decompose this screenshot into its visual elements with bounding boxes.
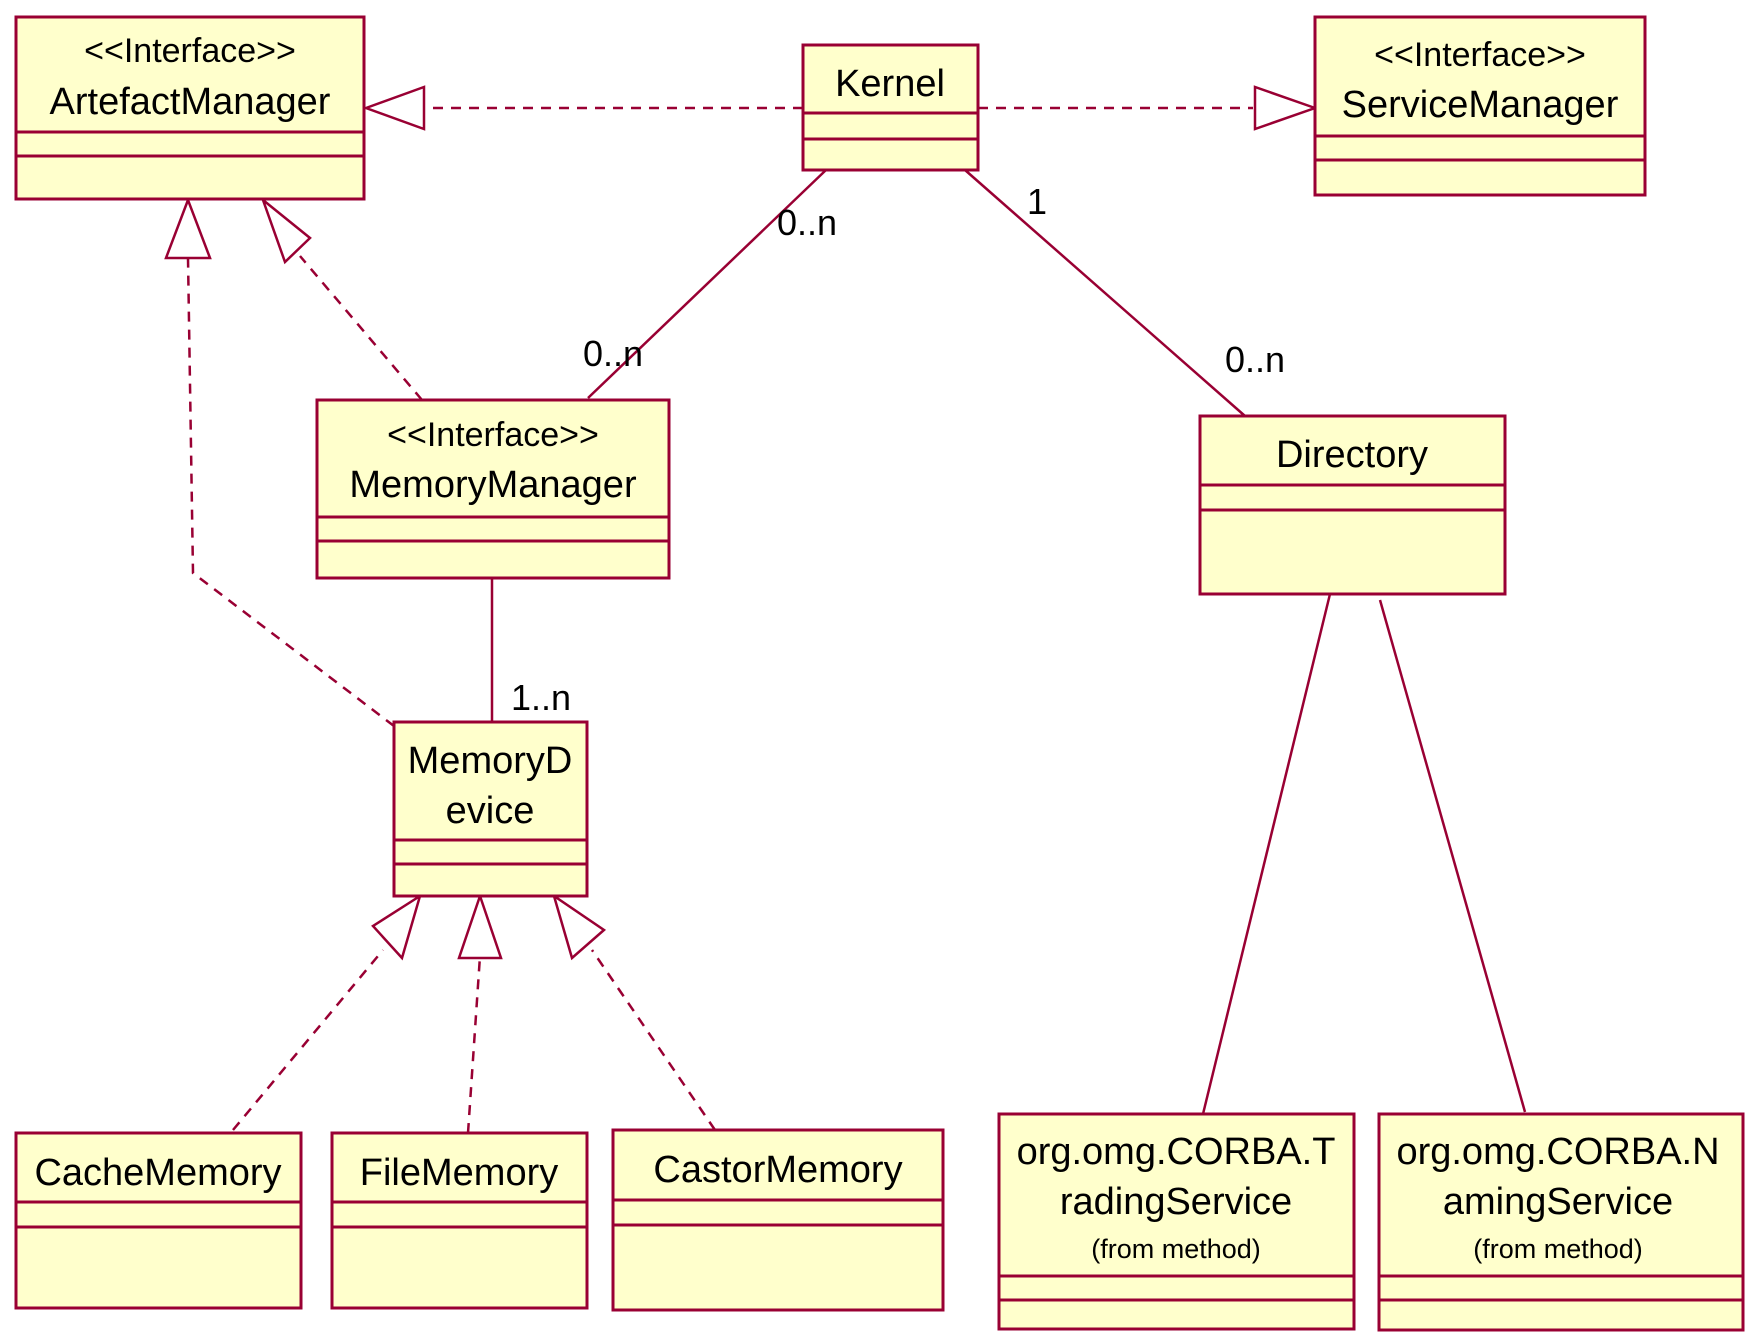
class-name: Kernel	[835, 63, 945, 105]
kernel-directory-association	[964, 169, 1246, 417]
class-origin-note: (from method)	[1473, 1234, 1643, 1264]
class-name: ServiceManager	[1342, 84, 1619, 126]
multiplicity-kernel-directory-kernel-end: 1	[1027, 181, 1047, 222]
class-name: MemoryManager	[349, 464, 637, 506]
cachememory-realizes-memorydevice	[232, 893, 423, 1131]
class-name-line1: org.omg.CORBA.N	[1396, 1131, 1719, 1173]
kernel-memorymanager-association	[587, 169, 827, 399]
directory-tradingservice-association	[1201, 593, 1332, 1115]
class-file-memory[interactable]: FileMemory	[330, 1131, 589, 1310]
class-name-line2: amingService	[1443, 1181, 1673, 1223]
class-stereotype: <<Interface>>	[387, 416, 599, 454]
class-castor-memory[interactable]: CastorMemory	[611, 1128, 945, 1312]
class-service-manager[interactable]: <<Interface>> ServiceManager	[1313, 15, 1647, 197]
kernel-realizes-artefactmanager	[362, 85, 803, 131]
class-memory-device[interactable]: MemoryD evice	[392, 720, 589, 898]
filememory-realizes-memorydevice	[457, 892, 503, 1134]
memorymanager-realizes-artefactmanager	[260, 196, 423, 401]
castormemory-realizes-memorydevice	[551, 893, 717, 1131]
class-name-line1: org.omg.CORBA.T	[1017, 1131, 1336, 1173]
class-name-line2: radingService	[1060, 1181, 1292, 1223]
class-directory[interactable]: Directory	[1198, 414, 1507, 596]
kernel-realizes-servicemanager	[978, 85, 1319, 131]
multiplicity-kernel-directory-directory-end: 0..n	[1225, 339, 1285, 380]
class-memory-manager[interactable]: <<Interface>> MemoryManager	[315, 398, 671, 580]
class-trading-service[interactable]: org.omg.CORBA.T radingService (from meth…	[997, 1112, 1356, 1331]
class-stereotype: <<Interface>>	[1374, 36, 1586, 74]
class-name: FileMemory	[360, 1152, 558, 1194]
class-name-line1: MemoryD	[408, 740, 573, 782]
memorydevice-realizes-artefactmanager	[164, 196, 395, 727]
class-name-line2: evice	[446, 790, 535, 832]
class-artefact-manager[interactable]: <<Interface>> ArtefactManager	[14, 15, 366, 201]
multiplicity-mm-device: 1..n	[511, 677, 571, 718]
multiplicity-kernel-mm-mm-end: 0..n	[583, 333, 643, 374]
class-name: Directory	[1276, 434, 1428, 476]
class-name: ArtefactManager	[50, 81, 331, 123]
class-name: CastorMemory	[653, 1149, 902, 1191]
class-name: CacheMemory	[34, 1152, 281, 1194]
class-origin-note: (from method)	[1091, 1234, 1261, 1264]
directory-namingservice-association	[1378, 599, 1527, 1113]
class-stereotype: <<Interface>>	[84, 32, 296, 70]
class-cache-memory[interactable]: CacheMemory	[14, 1131, 303, 1310]
class-naming-service[interactable]: org.omg.CORBA.N amingService (from metho…	[1377, 1112, 1745, 1332]
multiplicity-kernel-mm-kernel-end: 0..n	[777, 202, 837, 243]
class-kernel[interactable]: Kernel	[801, 43, 980, 172]
